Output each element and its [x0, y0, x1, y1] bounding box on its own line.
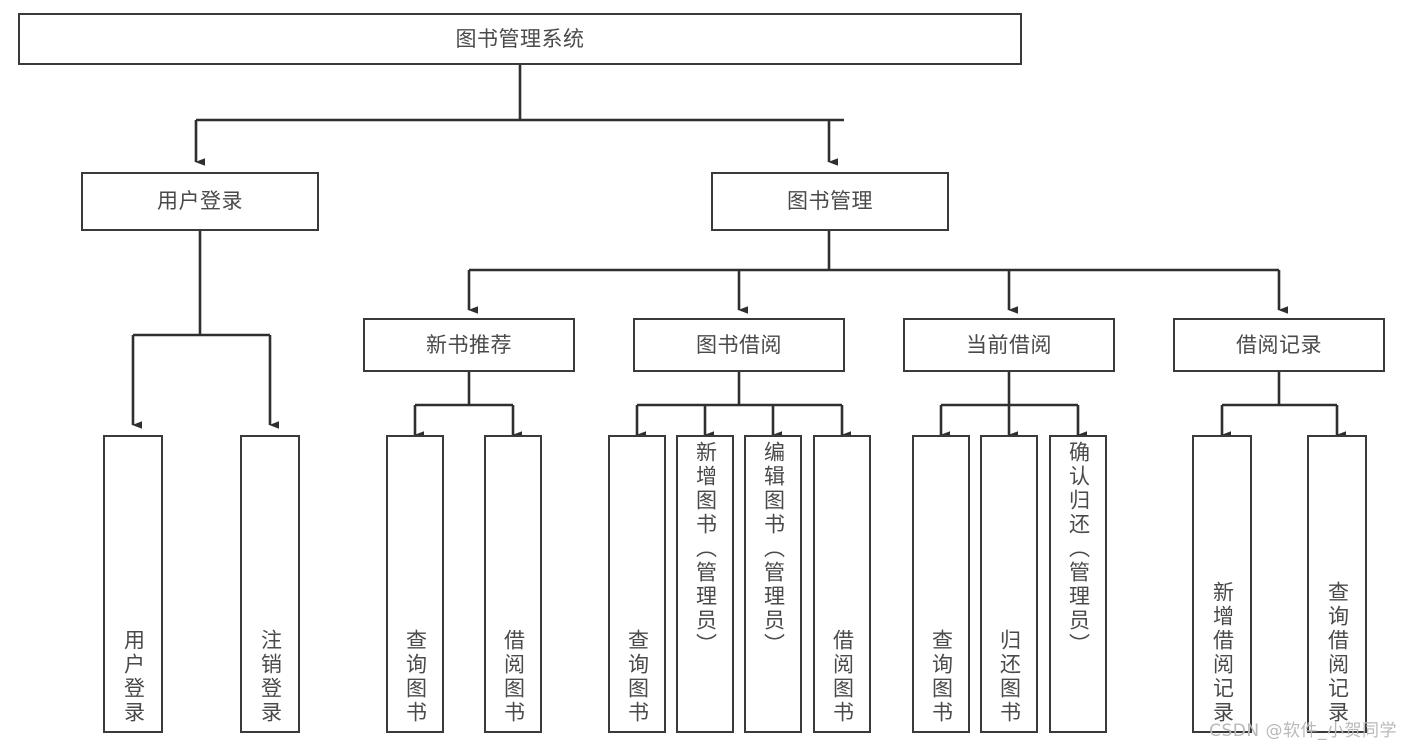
- node-label: 编辑图书（管理员）: [761, 441, 786, 657]
- node-label: 借阅图书: [501, 629, 526, 725]
- node-label: 查询图书: [403, 629, 428, 725]
- csdn-watermark: CSDN @软件_小贺同学: [1209, 721, 1397, 741]
- node-label: 新增图书（管理员）: [693, 441, 718, 657]
- node-book-borrow[interactable]: 图书借阅: [633, 318, 845, 372]
- leaf-query-book-current[interactable]: 查询图书: [912, 435, 970, 733]
- leaf-query-book-borrow[interactable]: 查询图书: [608, 435, 666, 733]
- leaf-add-borrow-record[interactable]: 新增借阅记录: [1192, 435, 1252, 733]
- node-user-login[interactable]: 用户登录: [81, 172, 319, 231]
- node-label: 用户登录: [121, 629, 146, 725]
- leaf-query-book-recommend[interactable]: 查询图书: [386, 435, 444, 733]
- leaf-user-login[interactable]: 用户登录: [103, 435, 163, 733]
- leaf-edit-book-admin[interactable]: 编辑图书（管理员）: [744, 435, 802, 733]
- node-label: 归还图书: [997, 629, 1022, 725]
- node-label: 当前借阅: [966, 332, 1052, 357]
- leaf-add-book-admin[interactable]: 新增图书（管理员）: [676, 435, 734, 733]
- node-label: 用户登录: [157, 189, 243, 214]
- node-label: 新增借阅记录: [1210, 581, 1235, 725]
- node-label: 注销登录: [258, 629, 283, 725]
- leaf-borrow-book[interactable]: 借阅图书: [813, 435, 871, 733]
- node-book-management[interactable]: 图书管理: [711, 172, 949, 231]
- leaf-user-logout[interactable]: 注销登录: [240, 435, 300, 733]
- leaf-borrow-book-recommend[interactable]: 借阅图书: [484, 435, 542, 733]
- node-label: 借阅记录: [1236, 332, 1322, 357]
- node-label: 图书管理系统: [455, 26, 585, 51]
- node-label: 查询图书: [929, 629, 954, 725]
- node-label: 查询图书: [625, 629, 650, 725]
- node-borrow-record[interactable]: 借阅记录: [1173, 318, 1385, 372]
- node-root-book-management-system[interactable]: 图书管理系统: [18, 13, 1022, 65]
- leaf-return-book[interactable]: 归还图书: [980, 435, 1038, 733]
- node-new-book-recommend[interactable]: 新书推荐: [363, 318, 575, 372]
- leaf-confirm-return-admin[interactable]: 确认归还（管理员）: [1049, 435, 1107, 733]
- leaf-query-borrow-record[interactable]: 查询借阅记录: [1307, 435, 1367, 733]
- node-current-borrow[interactable]: 当前借阅: [903, 318, 1115, 372]
- node-label: 查询借阅记录: [1325, 581, 1350, 725]
- node-label: 图书借阅: [696, 332, 782, 357]
- node-label: 新书推荐: [426, 332, 512, 357]
- node-label: 借阅图书: [830, 629, 855, 725]
- node-label: 确认归还（管理员）: [1066, 441, 1091, 657]
- node-label: 图书管理: [787, 189, 873, 214]
